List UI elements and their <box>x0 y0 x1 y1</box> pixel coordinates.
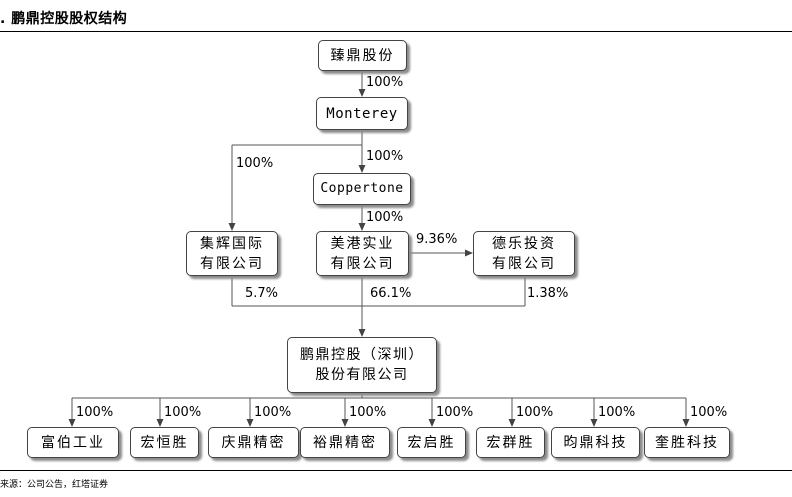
node-subsidiary: 庆鼎精密 <box>208 427 299 458</box>
pct-jihui-pengding: 5.7% <box>245 286 279 301</box>
pct-subsidiary: 100% <box>690 405 728 420</box>
pct-subsidiary: 100% <box>598 405 636 420</box>
pct-subsidiary: 100% <box>349 405 387 420</box>
node-subsidiary: 宏恒胜 <box>130 427 199 458</box>
pct-subsidiary: 100% <box>436 405 474 420</box>
pct-monterey-jihui: 100% <box>236 156 274 171</box>
pct-subsidiary: 100% <box>164 405 202 420</box>
pct-subsidiary: 100% <box>254 405 292 420</box>
node-coppertone: Coppertone <box>313 173 411 205</box>
pct-zhending-monterey: 100% <box>366 75 404 90</box>
pct-coppertone-meigang: 100% <box>366 210 404 225</box>
node-monterey: Monterey <box>316 97 408 130</box>
node-meigang: 美港实业 有限公司 <box>316 231 409 276</box>
pct-meigang-pengding: 66.1% <box>370 286 412 301</box>
node-subsidiary: 宏群胜 <box>476 427 545 458</box>
figure-title: . 鹏鼎控股股权结构 <box>0 11 128 27</box>
source-note: 来源：公司公告，红塔证券 <box>0 480 109 490</box>
node-subsidiary: 昀鼎科技 <box>551 427 640 458</box>
node-subsidiary: 奎胜科技 <box>644 427 730 458</box>
pct-subsidiary: 100% <box>516 405 554 420</box>
node-zhending: 臻鼎股份 <box>318 40 407 71</box>
pct-monterey-coppertone: 100% <box>366 149 404 164</box>
top-rule <box>0 31 792 32</box>
pct-meigang-dele: 9.36% <box>416 232 458 247</box>
pct-subsidiary: 100% <box>76 405 114 420</box>
node-subsidiary: 富伯工业 <box>27 427 119 458</box>
node-jihui: 集辉国际 有限公司 <box>186 231 278 276</box>
node-dele: 德乐投资 有限公司 <box>473 231 575 276</box>
bottom-rule <box>0 470 792 471</box>
node-subsidiary: 裕鼎精密 <box>300 427 390 458</box>
pct-dele-pengding: 1.38% <box>527 286 569 301</box>
node-subsidiary: 宏启胜 <box>397 427 466 458</box>
node-pengding: 鹏鼎控股（深圳） 股份有限公司 <box>287 337 437 393</box>
